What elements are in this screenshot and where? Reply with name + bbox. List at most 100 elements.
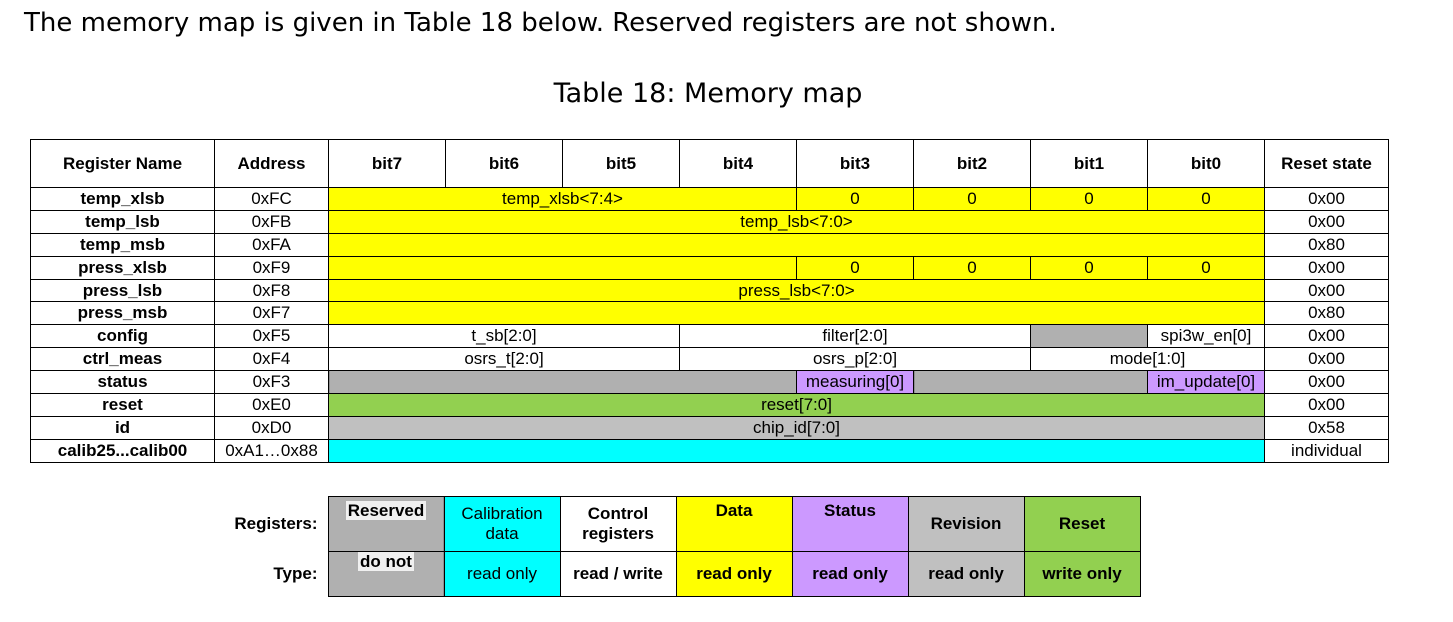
reset-state-value: 0x00 bbox=[1264, 209, 1389, 234]
table-row: temp_msb 0xFA 0x80 bbox=[30, 232, 1389, 257]
legend-status-type: read only bbox=[791, 551, 909, 597]
legend-reserved: Reserved bbox=[327, 496, 445, 552]
reset-state-value: 0x00 bbox=[1264, 370, 1389, 395]
reset-state-value: 0x80 bbox=[1264, 232, 1389, 257]
bit1-value: 0 bbox=[1030, 187, 1148, 211]
bit0-value: 0 bbox=[1147, 255, 1265, 280]
header-bit6: bit6 bbox=[445, 139, 563, 188]
bit3-value: 0 bbox=[796, 187, 914, 211]
register-address: 0xF8 bbox=[214, 278, 329, 303]
header-bit4: bit4 bbox=[679, 139, 797, 188]
reserved-bits bbox=[913, 370, 1148, 395]
table-row: calib25...calib00 0xA1…0x88 individual bbox=[30, 438, 1389, 463]
reserved-bits bbox=[328, 370, 797, 395]
register-address: 0xA1…0x88 bbox=[214, 438, 329, 463]
field-reset: reset[7:0] bbox=[328, 393, 1265, 417]
register-name: status bbox=[30, 370, 215, 395]
legend-calibration: Calibration data bbox=[443, 496, 561, 552]
header-register-name: Register Name bbox=[30, 139, 215, 188]
register-name: temp_xlsb bbox=[30, 187, 215, 211]
bit0-value: 0 bbox=[1147, 187, 1265, 211]
register-address: 0xF4 bbox=[214, 347, 329, 372]
legend-status: Status bbox=[791, 496, 909, 552]
register-address: 0xF5 bbox=[214, 324, 329, 349]
table-row: temp_xlsb 0xFC temp_xlsb<7:4> 0 0 0 0 0x… bbox=[30, 187, 1389, 211]
bit3-value: 0 bbox=[796, 255, 914, 280]
legend-registers-label: Registers: bbox=[234, 514, 318, 533]
table-row: press_lsb 0xF8 press_lsb<7:0> 0x00 bbox=[30, 278, 1389, 303]
reset-state-value: 0x00 bbox=[1264, 347, 1389, 372]
legend-registers-row: Registers: Reserved Calibration data Con… bbox=[210, 496, 1141, 552]
register-name: temp_msb bbox=[30, 232, 215, 257]
field-temp-lsb: temp_lsb<7:0> bbox=[328, 209, 1265, 234]
register-address: 0xF7 bbox=[214, 301, 329, 326]
table-row: reset 0xE0 reset[7:0] 0x00 bbox=[30, 393, 1389, 417]
register-name: press_lsb bbox=[30, 278, 215, 303]
table-row: config 0xF5 t_sb[2:0] filter[2:0] spi3w_… bbox=[30, 324, 1389, 349]
reserved-bit bbox=[1030, 324, 1148, 349]
header-address: Address bbox=[214, 139, 329, 188]
legend-revision-type: read only bbox=[907, 551, 1025, 597]
register-address: 0xF9 bbox=[214, 255, 329, 280]
register-name: press_xlsb bbox=[30, 255, 215, 280]
reset-state-value: 0x00 bbox=[1264, 278, 1389, 303]
register-address: 0xFC bbox=[214, 187, 329, 211]
field-press-msb bbox=[328, 301, 1265, 326]
header-bit7: bit7 bbox=[328, 139, 446, 188]
table-row: press_xlsb 0xF9 0 0 0 0 0x00 bbox=[30, 255, 1389, 280]
register-name: config bbox=[30, 324, 215, 349]
field-filter: filter[2:0] bbox=[679, 324, 1031, 349]
table-row: press_msb 0xF7 0x80 bbox=[30, 301, 1389, 326]
field-osrs-p: osrs_p[2:0] bbox=[679, 347, 1031, 372]
legend-table: Registers: Reserved Calibration data Con… bbox=[210, 496, 1141, 597]
table-row: status 0xF3 measuring[0] im_update[0] 0x… bbox=[30, 370, 1389, 395]
reset-state-value: 0x00 bbox=[1264, 393, 1389, 417]
table-caption: Table 18: Memory map bbox=[553, 78, 863, 109]
memory-map-table: Register Name Address bit7 bit6 bit5 bit… bbox=[30, 139, 1389, 463]
header-bit3: bit3 bbox=[796, 139, 914, 188]
bit1-value: 0 bbox=[1030, 255, 1148, 280]
field-osrs-t: osrs_t[2:0] bbox=[328, 347, 680, 372]
bit2-value: 0 bbox=[913, 187, 1031, 211]
table-row: ctrl_meas 0xF4 osrs_t[2:0] osrs_p[2:0] m… bbox=[30, 347, 1389, 372]
header-bit0: bit0 bbox=[1147, 139, 1265, 188]
register-name: ctrl_meas bbox=[30, 347, 215, 372]
register-name: id bbox=[30, 415, 215, 440]
field-chip-id: chip_id[7:0] bbox=[328, 415, 1265, 440]
reset-state-value: 0x80 bbox=[1264, 301, 1389, 326]
register-name: reset bbox=[30, 393, 215, 417]
register-address: 0xFA bbox=[214, 232, 329, 257]
table-row: id 0xD0 chip_id[7:0] 0x58 bbox=[30, 415, 1389, 440]
field-temp-msb bbox=[328, 232, 1265, 257]
header-reset-state: Reset state bbox=[1264, 139, 1389, 188]
intro-text: The memory map is given in Table 18 belo… bbox=[24, 8, 1057, 38]
legend-reset-type: write only bbox=[1023, 551, 1141, 597]
register-address: 0xE0 bbox=[214, 393, 329, 417]
reset-state-value: individual bbox=[1264, 438, 1389, 463]
header-bit2: bit2 bbox=[913, 139, 1031, 188]
legend-calibration-type: read only bbox=[443, 551, 561, 597]
reset-state-value: 0x58 bbox=[1264, 415, 1389, 440]
legend-revision: Revision bbox=[907, 496, 1025, 552]
field-press-xlsb bbox=[328, 255, 797, 280]
field-mode: mode[1:0] bbox=[1030, 347, 1265, 372]
legend-control-type: read / write bbox=[559, 551, 677, 597]
register-name: calib25...calib00 bbox=[30, 438, 215, 463]
header-bit1: bit1 bbox=[1030, 139, 1148, 188]
legend-type-row: Type: do not read only read / write read… bbox=[210, 551, 1141, 597]
field-t-sb: t_sb[2:0] bbox=[328, 324, 680, 349]
field-press-lsb: press_lsb<7:0> bbox=[328, 278, 1265, 303]
field-temp-xlsb: temp_xlsb<7:4> bbox=[328, 187, 797, 211]
field-calibration bbox=[328, 438, 1265, 463]
field-im-update: im_update[0] bbox=[1147, 370, 1265, 395]
field-measuring: measuring[0] bbox=[796, 370, 914, 395]
header-row: Register Name Address bit7 bit6 bit5 bit… bbox=[30, 139, 1389, 188]
reset-state-value: 0x00 bbox=[1264, 324, 1389, 349]
field-spi3w-en: spi3w_en[0] bbox=[1147, 324, 1265, 349]
register-address: 0xD0 bbox=[214, 415, 329, 440]
register-name: temp_lsb bbox=[30, 209, 215, 234]
bit2-value: 0 bbox=[913, 255, 1031, 280]
register-address: 0xF3 bbox=[214, 370, 329, 395]
register-address: 0xFB bbox=[214, 209, 329, 234]
reset-state-value: 0x00 bbox=[1264, 187, 1389, 211]
